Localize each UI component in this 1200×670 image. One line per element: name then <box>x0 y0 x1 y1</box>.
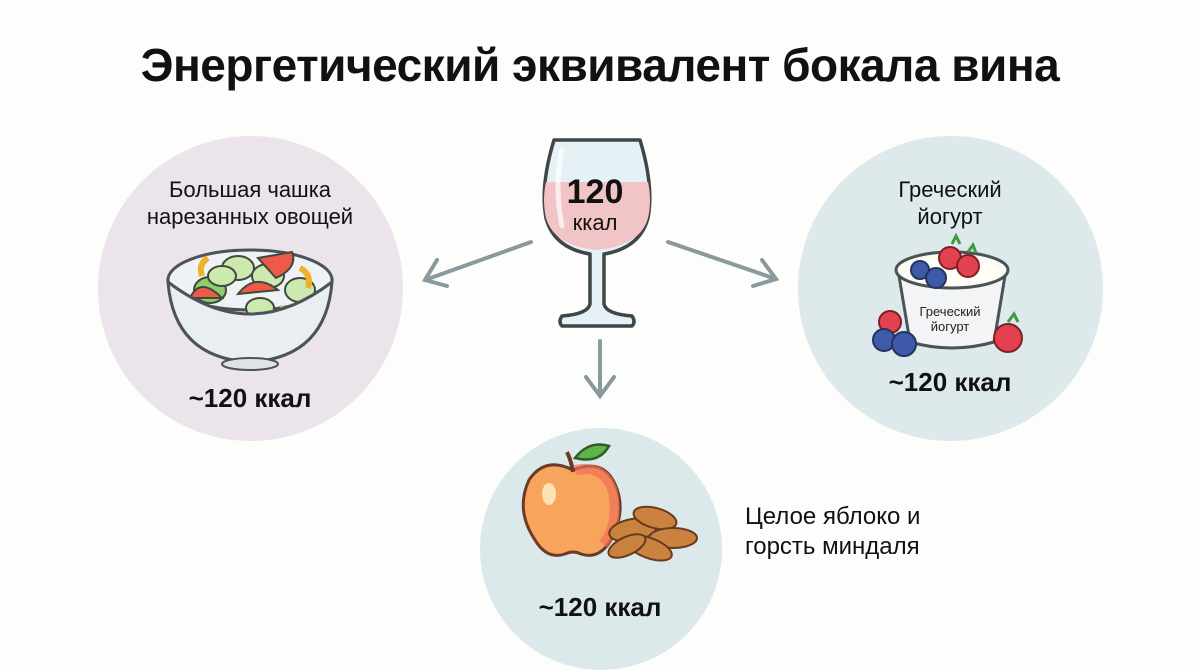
yogurt-label-line2: йогурт <box>917 204 983 229</box>
vegetables-label-line1: Большая чашка <box>168 177 332 202</box>
apple-almonds-label: Целое яблоко и горсть миндаля <box>745 502 920 562</box>
yogurt-cup-label-line2: йогурт <box>930 319 970 334</box>
yogurt-calories: ~120 ккал <box>888 367 1012 397</box>
vegetables-label: Большая чашка нарезанных овощей <box>120 176 380 230</box>
apple-almonds-label-line1: Целое яблоко и <box>745 503 921 530</box>
yogurt-cup-label-line1: Греческий <box>919 304 981 319</box>
apple-almonds-icon <box>521 443 698 562</box>
yogurt-label: Греческий йогурт <box>820 176 1080 230</box>
yogurt-cup-label: Греческий йогурт <box>905 304 995 334</box>
wine-calories: 120 ккал <box>540 174 650 236</box>
yogurt-cup-icon <box>872 232 1023 357</box>
page-title: Энергетический эквивалент бокала вина <box>140 39 1060 91</box>
yogurt-label-line1: Греческий <box>898 177 1002 202</box>
wine-glass-icon <box>542 138 652 328</box>
vegetables-calories: ~120 ккал <box>188 383 312 413</box>
wine-calories-unit: ккал <box>572 210 618 235</box>
wine-calories-value: 120 <box>566 173 624 211</box>
vegetables-label-line2: нарезанных овощей <box>146 204 354 229</box>
apple-almonds-label-line2: горсть миндаля <box>745 533 920 560</box>
apple-almonds-calories: ~120 ккал <box>538 592 662 622</box>
salad-bowl-icon <box>166 248 334 371</box>
